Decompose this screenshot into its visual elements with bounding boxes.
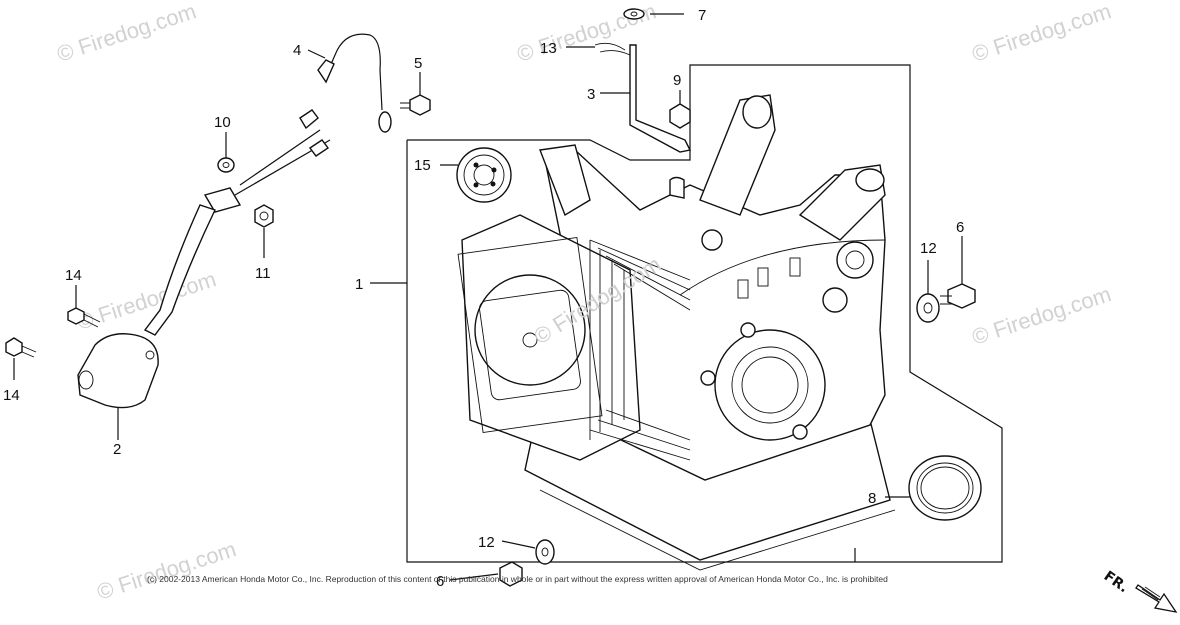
callout-13: 13 bbox=[540, 40, 557, 57]
flange-bolts-left bbox=[5, 307, 101, 358]
leader-lines bbox=[13, 13, 963, 581]
callout-9: 9 bbox=[673, 72, 681, 89]
front-direction-indicator: FR. bbox=[1101, 568, 1178, 613]
callout-layer: 7 13 3 9 4 5 10 15 11 1 14 14 2 12 6 8 1… bbox=[3, 7, 964, 590]
watermark-top-left: © Firedog.com bbox=[54, 0, 199, 67]
assembly-bracket bbox=[406, 64, 1003, 563]
callout-14-a: 14 bbox=[65, 267, 82, 284]
washer-bolt-right bbox=[916, 283, 976, 323]
callout-3: 3 bbox=[587, 86, 595, 103]
callout-2: 2 bbox=[113, 441, 121, 458]
callout-1: 1 bbox=[355, 276, 363, 293]
callout-12-bottom: 12 bbox=[478, 534, 495, 551]
oil-seal-part bbox=[908, 455, 982, 521]
copyright-notice: (c) 2002-2013 American Honda Motor Co., … bbox=[147, 574, 888, 584]
callout-6-right: 6 bbox=[956, 219, 964, 236]
direction-label: FR. bbox=[1101, 568, 1131, 596]
callout-12-right: 12 bbox=[920, 240, 937, 257]
watermark-mid-left: © Firedog.com bbox=[74, 266, 219, 334]
callout-7: 7 bbox=[698, 7, 706, 24]
callout-15: 15 bbox=[414, 157, 431, 174]
bearing-part bbox=[456, 147, 512, 203]
callout-6-bottom: 6 bbox=[436, 573, 444, 590]
engine-block bbox=[457, 94, 896, 571]
callout-11: 11 bbox=[255, 265, 271, 282]
callout-8: 8 bbox=[868, 490, 876, 507]
callout-5: 5 bbox=[414, 55, 422, 72]
watermark-bottom-left: © Firedog.com bbox=[94, 536, 239, 604]
callout-10: 10 bbox=[214, 114, 231, 131]
washer-bolt-bottom bbox=[499, 539, 555, 587]
dipstick-lever-part bbox=[594, 8, 692, 153]
callout-14-b: 14 bbox=[3, 387, 20, 404]
watermark-top-right: © Firedog.com bbox=[969, 0, 1114, 67]
oil-switch-part bbox=[77, 109, 331, 409]
small-washer-nut bbox=[217, 157, 274, 228]
watermark-mid-right: © Firedog.com bbox=[969, 281, 1114, 349]
callout-4: 4 bbox=[293, 42, 301, 59]
ground-wire-part bbox=[317, 33, 431, 133]
